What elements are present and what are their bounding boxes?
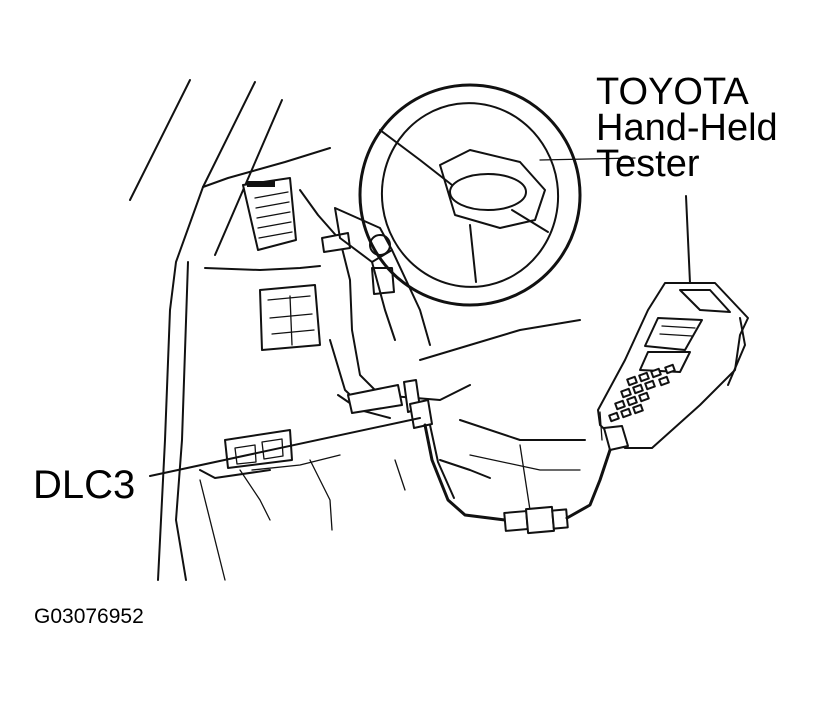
steering-column xyxy=(334,207,431,346)
air-vent xyxy=(242,177,297,251)
tester-label-line-3: Tester xyxy=(596,143,700,185)
steering-wheel xyxy=(358,83,582,307)
dash-switches xyxy=(259,232,395,351)
dlc3-label: DLC3 xyxy=(33,463,136,507)
lower-panel xyxy=(199,384,403,479)
tester-label: TOYOTA Hand-Held Tester xyxy=(596,71,778,185)
dlc3-connector xyxy=(149,379,433,477)
tester-label-line-1: TOYOTA xyxy=(596,71,749,113)
tester-keypad xyxy=(608,363,676,423)
hand-held-tester xyxy=(597,282,749,451)
tester-pointers xyxy=(539,157,691,284)
tester-label-line-2: Hand-Held xyxy=(596,107,778,149)
a-pillar xyxy=(129,79,283,581)
dashboard-panel xyxy=(199,147,586,581)
tester-cable xyxy=(423,423,612,535)
figure-code: G03076952 xyxy=(34,605,144,628)
